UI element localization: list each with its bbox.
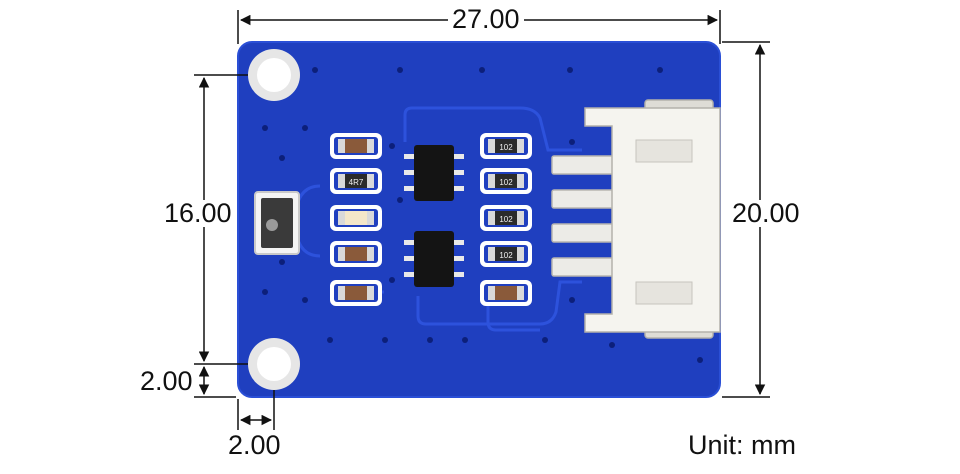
left-component-2: 4R7 <box>330 168 382 194</box>
width-dimension-label: 27.00 <box>448 6 524 33</box>
vertical-offset-dimension-label: 2.00 <box>140 366 193 396</box>
chip-marking: 102 <box>499 178 513 187</box>
chip-marking: 4R7 <box>349 178 364 187</box>
right-passive-components: 102 102 102 102 <box>480 133 532 306</box>
unit-label: Unit: mm <box>688 430 796 460</box>
right-component-1: 102 <box>480 133 532 159</box>
left-height-dimension-label: 16.00 <box>160 200 236 227</box>
right-component-3: 102 <box>480 205 532 231</box>
chip-marking: 102 <box>499 251 513 260</box>
left-component-1 <box>330 133 382 159</box>
right-component-4: 102 <box>480 241 532 267</box>
left-component-3 <box>330 205 382 231</box>
right-height-dimension-label: 20.00 <box>728 200 804 227</box>
ic-top <box>404 145 464 201</box>
dimension-lines <box>194 10 770 430</box>
connector-housing <box>584 99 721 339</box>
chip-marking: 102 <box>499 215 513 224</box>
right-component-2: 102 <box>480 168 532 194</box>
pcb-board <box>238 42 720 397</box>
ic-bottom <box>404 231 464 287</box>
left-component-4 <box>330 241 382 267</box>
mounting-hole-top-left <box>248 49 300 101</box>
sensor-chip <box>254 191 300 255</box>
left-component-5 <box>330 280 382 306</box>
right-component-5 <box>480 280 532 306</box>
connector-pins <box>551 155 617 277</box>
via-dots <box>262 67 703 363</box>
left-passive-components: 4R7 <box>330 133 382 306</box>
chip-marking: 102 <box>499 143 513 152</box>
mounting-hole-bottom-left <box>248 338 300 390</box>
horizontal-offset-dimension-label: 2.00 <box>228 430 281 460</box>
